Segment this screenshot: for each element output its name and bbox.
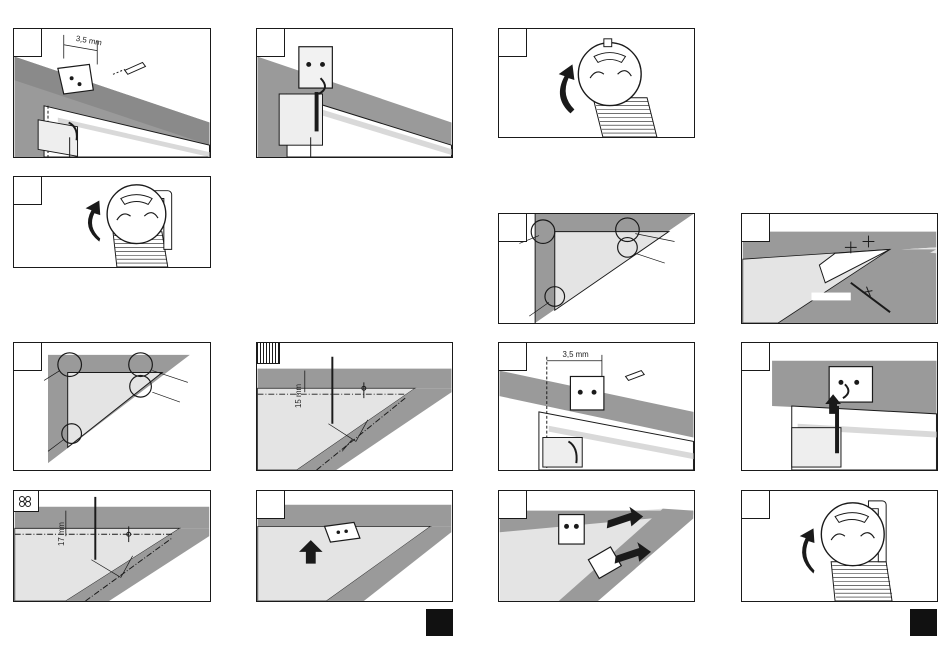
step-number-box	[742, 491, 770, 519]
step-number-box	[14, 29, 42, 57]
drill-15mm-illustration: 15 mm	[257, 343, 452, 470]
triangle-window-illustration	[499, 214, 694, 323]
step-bracket-mount-left: 3,5 mm	[13, 28, 211, 158]
rotate-arrow-icon	[800, 528, 815, 573]
step-number-box	[742, 343, 770, 371]
page-marker-left	[426, 609, 453, 636]
brackets-slide-illustration	[499, 491, 694, 601]
distance-label: 3,5 mm	[75, 34, 103, 47]
fabric-hatch-icon	[257, 343, 280, 364]
distance-label: 15 mm	[294, 384, 303, 408]
distance-label: 17 mm	[57, 522, 66, 546]
step-number-box	[257, 491, 285, 519]
drill-position-illustration	[742, 214, 937, 323]
drill-17mm-illustration: 17 mm	[14, 491, 210, 601]
rotate-mechanism-illustration	[499, 29, 694, 137]
rotate-arrow-icon	[86, 200, 101, 241]
triangle-window-illustration	[14, 343, 210, 470]
step-number-box	[499, 29, 527, 57]
rotate-mechanism-illustration	[14, 177, 210, 267]
step-drill-inclined	[741, 213, 938, 324]
step-bracket-insert-left	[256, 28, 453, 158]
step-triangle-check-right	[498, 213, 695, 324]
step-brackets-slide	[498, 490, 695, 602]
step-bracket-insert-right	[741, 342, 938, 471]
bracket-insert-illustration	[742, 343, 937, 470]
step-number-box	[14, 177, 42, 205]
step-number-box	[499, 491, 527, 519]
bracket-mount-illustration: 3,5 mm	[499, 343, 694, 470]
step-clip-push-left	[256, 490, 453, 602]
step-number-box	[14, 343, 42, 371]
step-rotate-top	[498, 28, 695, 138]
rotate-arrow-icon	[559, 64, 575, 113]
bracket-mount-illustration: 3,5 mm	[14, 29, 210, 157]
clip-push-illustration	[257, 491, 452, 601]
bracket-insert-illustration	[257, 29, 452, 157]
distance-label: 3,5 mm	[563, 350, 590, 359]
step-drill-17mm: 17 mm	[13, 490, 211, 602]
step-triangle-check-left	[13, 342, 211, 471]
pleat-rings-icon	[14, 491, 39, 512]
step-number-box	[742, 214, 770, 242]
step-number-box	[257, 29, 285, 57]
step-rotate-left	[13, 176, 211, 268]
step-rotate-right	[741, 490, 938, 602]
page-marker-right	[910, 609, 937, 636]
rotate-mechanism-illustration	[742, 491, 937, 601]
step-number-box	[499, 343, 527, 371]
step-number-box	[499, 214, 527, 242]
step-drill-15mm: 15 mm	[256, 342, 453, 471]
step-bracket-mount-right: 3,5 mm	[498, 342, 695, 471]
